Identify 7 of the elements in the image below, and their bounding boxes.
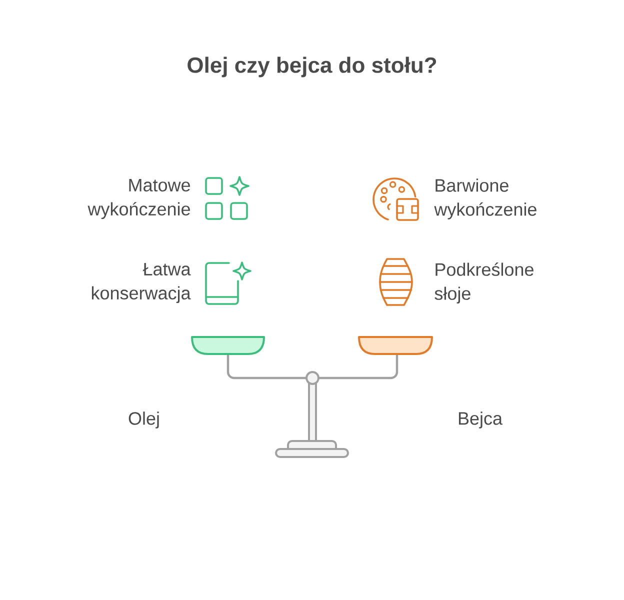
feature-label: Matowe wykończenie [88,178,190,220]
feature-label: Podkreślone słoje [434,262,534,304]
feature-label: Barwione wykończenie [434,178,536,220]
feature-label: Łatwa konserwacja [92,262,191,304]
side-label: Bejca [458,412,502,428]
side-label: Olej [128,412,159,428]
title: Olej czy bejca do stołu? [188,56,436,78]
